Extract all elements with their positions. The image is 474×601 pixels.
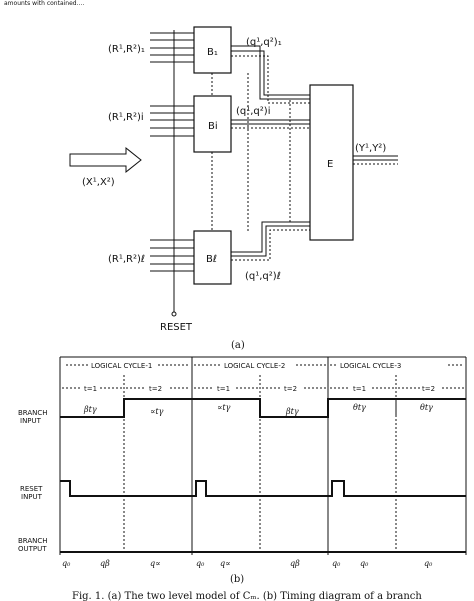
final-output-label: (Y¹,Y²) bbox=[355, 143, 386, 154]
row-label-branch-input-2: INPUT bbox=[20, 417, 42, 425]
state-8: q₀ bbox=[360, 559, 369, 568]
diagram-b: LOGICAL CYCLE-1 LOGICAL CYCLE-2 LOGICAL … bbox=[18, 356, 467, 585]
input-lines-bi bbox=[150, 105, 194, 137]
state-6: qβ bbox=[290, 559, 300, 568]
branch-value-6: θtγ bbox=[420, 403, 433, 412]
cycle-3-label: LOGICAL CYCLE-3 bbox=[340, 362, 401, 370]
reset-label: RESET bbox=[160, 322, 193, 333]
output-bus-bl bbox=[231, 221, 310, 261]
evaluator-label: E bbox=[327, 159, 333, 170]
output-bus-bi bbox=[231, 119, 310, 129]
time-label-5: t=1 bbox=[353, 385, 366, 393]
time-label-3: t=1 bbox=[217, 385, 230, 393]
diagram-a: (R¹,R²)₁ (R¹,R²)i (R¹,R²)ℓ B₁ Bi Bℓ bbox=[69, 26, 398, 351]
cycle-2-label: LOGICAL CYCLE-2 bbox=[224, 362, 285, 370]
input-label-l: (R¹,R²)ℓ bbox=[108, 254, 145, 265]
time-label-6: t=2 bbox=[422, 385, 435, 393]
output-label-i: (q¹,q²)i bbox=[236, 106, 270, 117]
output-label-l: (q¹,q²)ℓ bbox=[245, 271, 281, 282]
final-output-bus bbox=[353, 155, 398, 165]
state-9: q₀ bbox=[424, 559, 433, 568]
output-bus-b1 bbox=[231, 45, 310, 104]
evaluator-e bbox=[309, 84, 354, 241]
caption-b: (b) bbox=[230, 574, 244, 585]
block-bi-label: Bi bbox=[208, 121, 218, 132]
time-label-4: t=2 bbox=[284, 385, 297, 393]
branch-value-1: βtγ bbox=[83, 405, 97, 414]
reset-input-waveform-1 bbox=[60, 480, 192, 497]
branch-value-2: ∝tγ bbox=[150, 407, 164, 416]
branch-value-4: βtγ bbox=[285, 407, 299, 416]
block-bl bbox=[193, 230, 232, 285]
input-lines-bl bbox=[150, 239, 194, 272]
state-2: qβ bbox=[100, 559, 110, 568]
external-input-arrow bbox=[69, 146, 142, 174]
reset-terminal bbox=[171, 311, 177, 317]
input-label-i: (R¹,R²)i bbox=[108, 112, 144, 123]
time-label-2: t=2 bbox=[149, 385, 162, 393]
reset-input-waveform-3 bbox=[328, 480, 466, 497]
header-strip: amounts with contained.... bbox=[4, 0, 84, 7]
state-1: q₀ bbox=[62, 559, 71, 568]
block-b1-label: B₁ bbox=[207, 47, 218, 58]
row-label-reset-input-1: RESET bbox=[20, 485, 43, 493]
branch-value-5: θtγ bbox=[353, 403, 366, 412]
caption-a: (a) bbox=[231, 340, 245, 351]
state-3: q∝ bbox=[150, 559, 161, 568]
external-input-label: (X¹,X²) bbox=[82, 177, 115, 188]
block-bl-label: Bℓ bbox=[206, 254, 217, 265]
row-label-branch-output-2: OUTPUT bbox=[18, 545, 47, 553]
row-label-branch-input-1: BRANCH bbox=[18, 409, 48, 417]
branch-value-3: ∝tγ bbox=[217, 403, 231, 412]
row-label-branch-output-1: BRANCH bbox=[18, 537, 48, 545]
branch-input-waveform bbox=[60, 398, 466, 418]
block-b1 bbox=[193, 26, 232, 74]
state-4: q₀ bbox=[196, 559, 205, 568]
output-label-1: (q¹,q²)₁ bbox=[246, 37, 282, 48]
input-lines-b1 bbox=[150, 32, 194, 63]
reset-input-waveform-2 bbox=[192, 480, 328, 497]
state-7: q₀ bbox=[332, 559, 341, 568]
input-label-1: (R¹,R²)₁ bbox=[108, 44, 145, 55]
row-label-reset-input-2: INPUT bbox=[21, 493, 43, 501]
time-label-1: t=1 bbox=[84, 385, 97, 393]
state-5: q∝ bbox=[220, 559, 231, 568]
figure-caption: Fig. 1. (a) The two level model of Cₘ. (… bbox=[72, 591, 422, 601]
cycle-1-label: LOGICAL CYCLE-1 bbox=[91, 362, 152, 370]
